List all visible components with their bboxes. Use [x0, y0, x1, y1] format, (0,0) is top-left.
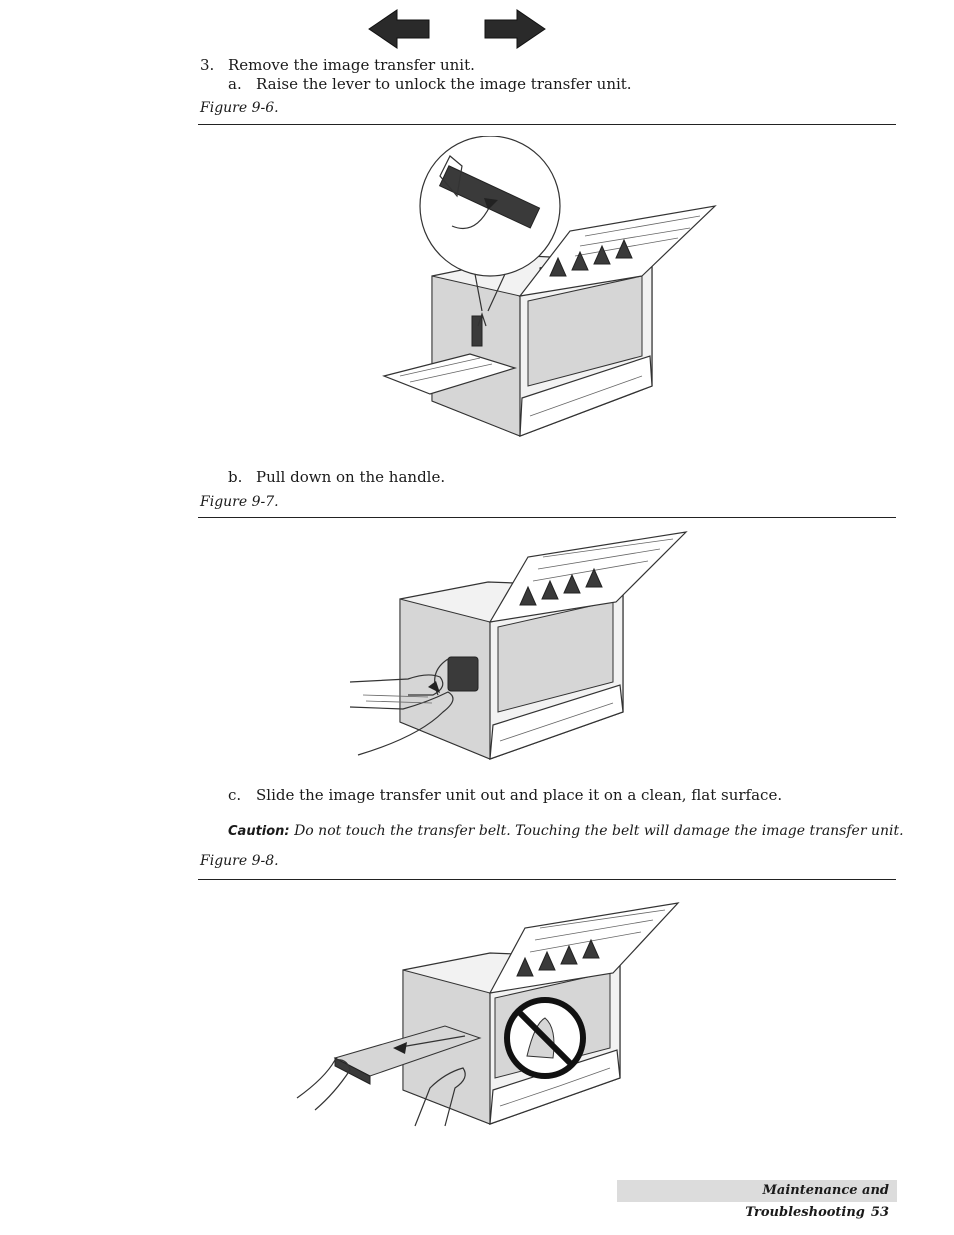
figure-rule: [198, 879, 896, 880]
figure-9-8-illustration: [296, 902, 680, 1127]
figure-rule: [198, 517, 896, 518]
substep-a: a. Raise the lever to unlock the image tr…: [228, 75, 632, 93]
substep-text: Pull down on the handle.: [256, 468, 446, 486]
caution-note: Caution: Do not touch the transfer belt.…: [228, 823, 904, 839]
figure-9-7-illustration: [349, 531, 688, 760]
substep-letter: b.: [228, 468, 243, 486]
previous-page-button[interactable]: [367, 8, 431, 54]
step-number: 3.: [200, 56, 215, 74]
substep-c: c. Slide the image transfer unit out and …: [228, 786, 782, 804]
caution-text: Do not touch the transfer belt. Touching…: [294, 823, 904, 839]
next-page-button[interactable]: [483, 8, 547, 54]
footer-section: Maintenance and Troubleshooting: [745, 1183, 889, 1220]
substep-letter: c.: [228, 786, 242, 804]
step-3: 3. Remove the image transfer unit.: [200, 56, 475, 74]
caution-label: Caution:: [228, 824, 290, 839]
step-text: Remove the image transfer unit.: [228, 56, 475, 74]
figure-label: Figure 9-7.: [200, 494, 279, 510]
substep-text: Slide the image transfer unit out and pl…: [256, 786, 783, 804]
substep-letter: a.: [228, 75, 242, 93]
page-number: 53: [870, 1205, 889, 1220]
left-arrow-icon: [368, 9, 430, 49]
figure-9-6-illustration: [382, 136, 717, 437]
right-arrow-icon: [484, 9, 546, 49]
figure-label: Figure 9-8.: [200, 853, 279, 869]
substep-b: b. Pull down on the handle.: [228, 468, 445, 486]
figure-label: Figure 9-6.: [200, 100, 279, 116]
figure-rule: [198, 124, 896, 125]
substep-text: Raise the lever to unlock the image tran…: [256, 75, 632, 93]
